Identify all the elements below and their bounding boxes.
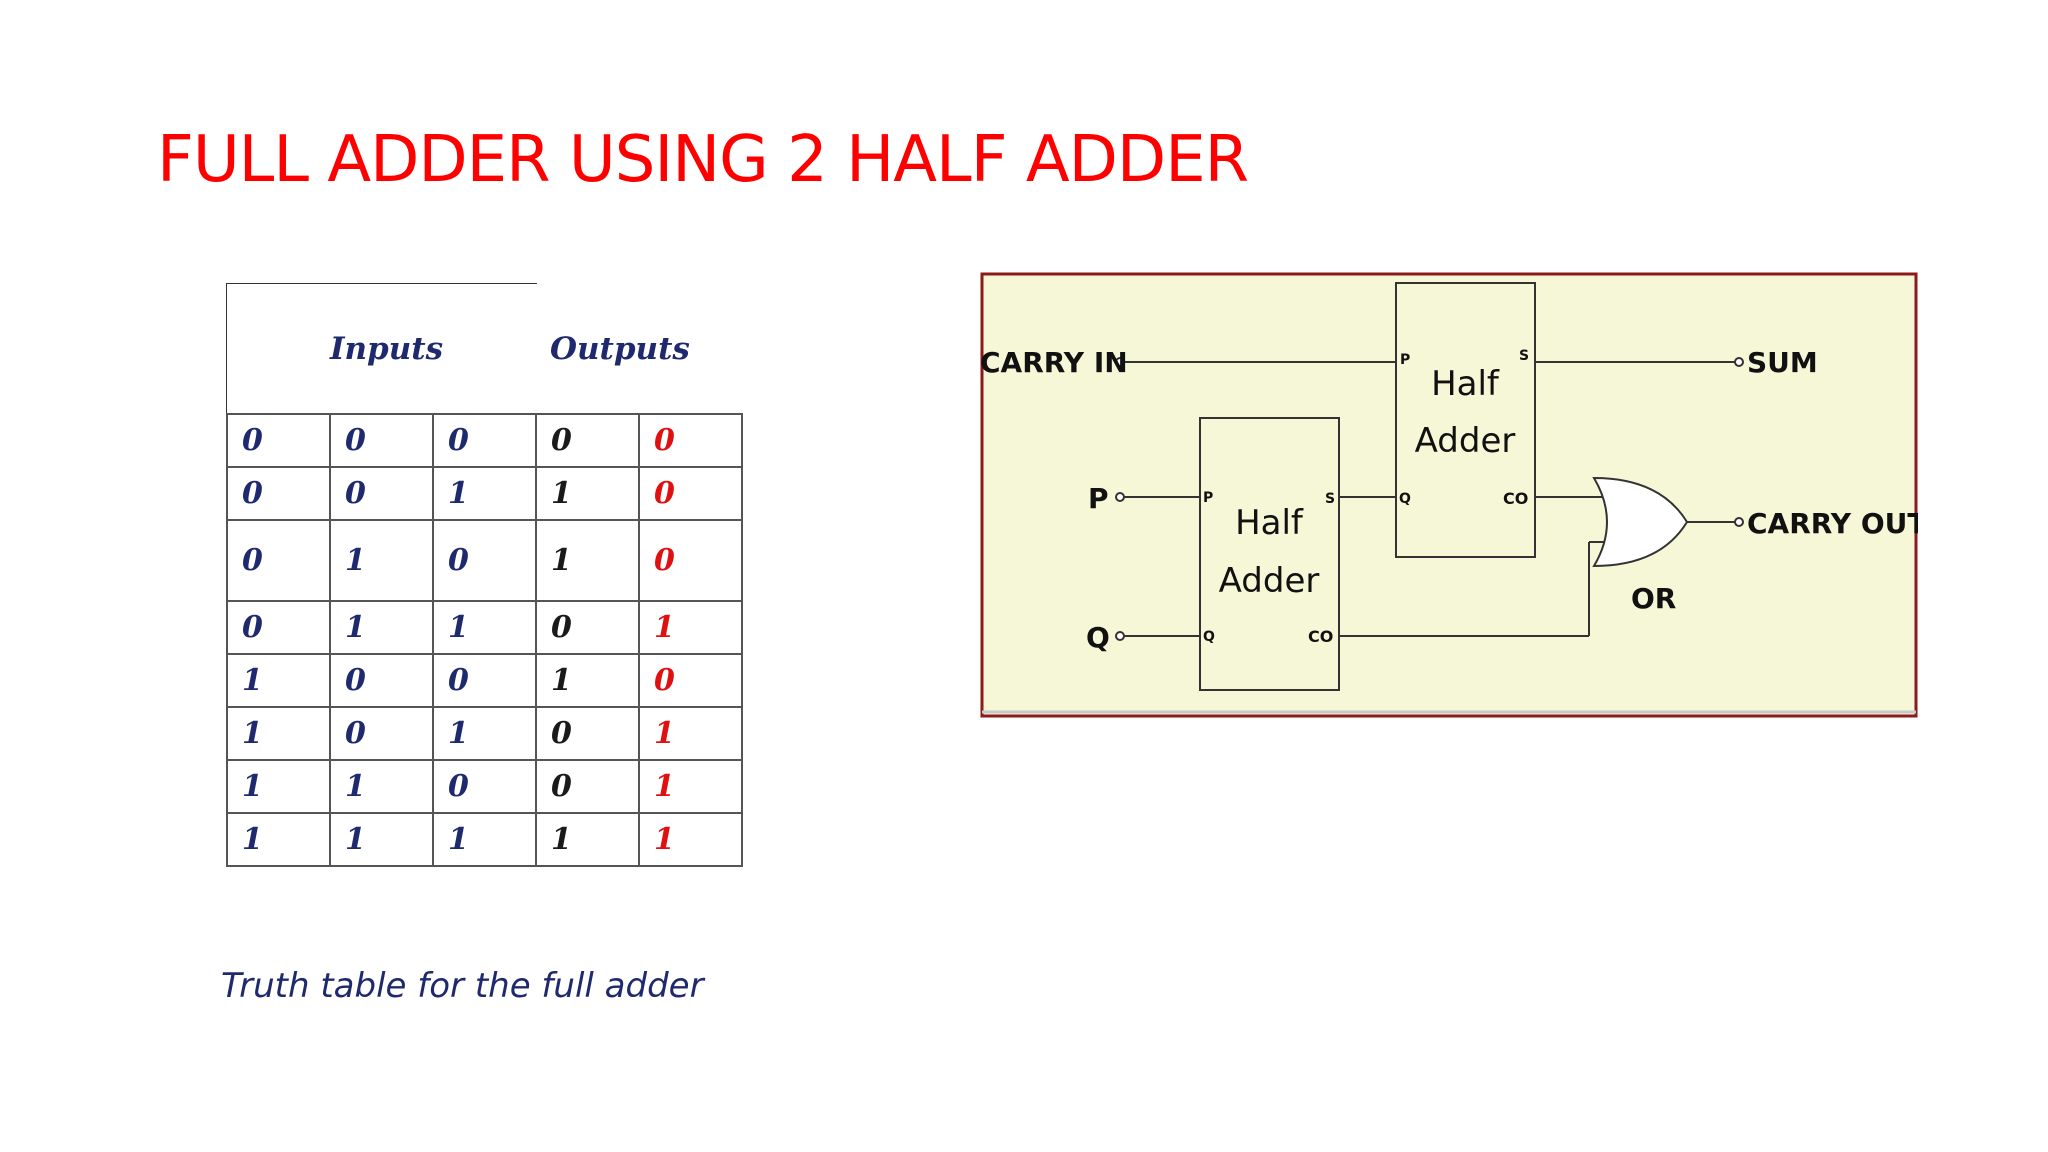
outputs-header: Outputs	[550, 331, 690, 367]
half-adder-1-line1: Half	[1235, 503, 1304, 543]
p-input-label: P	[1088, 482, 1109, 515]
half-adder-2-pin-co: CO	[1503, 489, 1528, 508]
circuit-wires	[1124, 361, 1735, 637]
table-cell: 1	[329, 759, 434, 814]
half-adder-2-line2: Adder	[1415, 421, 1516, 461]
half-adder-1-box	[1199, 417, 1340, 691]
table-cell: 1	[432, 466, 537, 521]
table-cell: 1	[226, 706, 331, 761]
half-adder-1-line2: Adder	[1219, 561, 1320, 601]
table-cell: 0	[432, 413, 537, 468]
terminals	[1115, 357, 1744, 641]
table-cell: 0	[226, 519, 331, 602]
table-cell: 1	[226, 812, 331, 867]
table-cell: 1	[535, 466, 640, 521]
sum-label: SUM	[1747, 346, 1818, 379]
or-gate	[1592, 476, 1689, 568]
table-cell: 1	[432, 812, 537, 867]
table-cell: 0	[432, 519, 537, 602]
table-cell: 1	[432, 600, 537, 655]
table-cell: 1	[329, 812, 434, 867]
table-cell: 0	[329, 706, 434, 761]
table-cell: 1	[432, 706, 537, 761]
half-adder-1-pin-co: CO	[1308, 627, 1333, 646]
half-adder-2-pin-p: P	[1400, 352, 1410, 368]
table-cell: 0	[638, 466, 743, 521]
slide-title: FULL ADDER USING 2 HALF ADDER	[157, 123, 1249, 197]
truth-table-header	[226, 283, 739, 413]
table-cell: 0	[638, 519, 743, 602]
table-cell: 0	[535, 413, 640, 468]
half-adder-2-box	[1395, 282, 1536, 558]
table-cell: 0	[226, 466, 331, 521]
table-cell: 0	[638, 413, 743, 468]
table-cell: 0	[329, 413, 434, 468]
table-cell: 1	[638, 812, 743, 867]
table-cell: 0	[535, 706, 640, 761]
table-cell: 1	[638, 759, 743, 814]
half-adder-1-pin-q: Q	[1203, 629, 1215, 645]
truth-table-caption: Truth table for the full adder	[221, 966, 704, 1006]
full-adder-circuit-diagram: CARRY IN P Q SUM CARRY OUT OR Half Adder…	[980, 272, 1918, 718]
q-input-label: Q	[1086, 621, 1110, 654]
table-cell: 1	[535, 519, 640, 602]
half-adder-2-pin-q: Q	[1399, 491, 1411, 507]
table-cell: 1	[329, 600, 434, 655]
half-adder-2-pin-s: S	[1519, 348, 1529, 364]
table-cell: 0	[638, 653, 743, 708]
table-cell: 1	[226, 759, 331, 814]
table-cell: 0	[226, 600, 331, 655]
circuit-background	[980, 272, 1918, 718]
table-cell: 0	[329, 653, 434, 708]
table-cell: 1	[329, 519, 434, 602]
table-cell: 1	[638, 706, 743, 761]
table-cell: 0	[432, 653, 537, 708]
table-cell: 0	[226, 413, 331, 468]
table-cell: 0	[329, 466, 434, 521]
table-cell: 0	[535, 600, 640, 655]
table-cell: 1	[535, 653, 640, 708]
table-cell: 1	[535, 812, 640, 867]
half-adder-1-pin-p: P	[1203, 490, 1213, 506]
half-adder-2-line1: Half	[1431, 364, 1500, 404]
carry-out-label: CARRY OUT	[1747, 507, 1918, 540]
inputs-header: Inputs	[330, 331, 444, 367]
or-gate-label: OR	[1631, 582, 1676, 615]
table-cell: 1	[226, 653, 331, 708]
carry-in-label: CARRY IN	[980, 346, 1128, 379]
table-cell: 0	[535, 759, 640, 814]
half-adder-1-pin-s: S	[1325, 491, 1335, 507]
table-cell: 1	[638, 600, 743, 655]
table-cell: 0	[432, 759, 537, 814]
